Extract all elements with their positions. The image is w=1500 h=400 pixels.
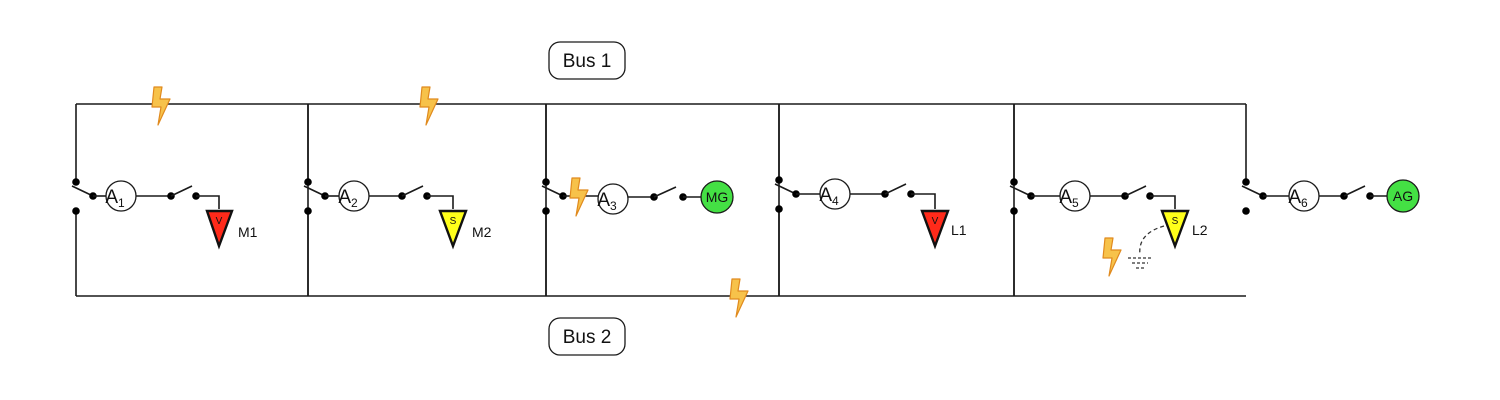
load-type-letter: V xyxy=(932,216,939,227)
generator-mg xyxy=(700,180,734,214)
bus-2-label-text: Bus 2 xyxy=(563,327,612,348)
generator-ag xyxy=(1386,179,1420,213)
lightning-icon xyxy=(151,86,171,126)
ground-icon xyxy=(1128,257,1152,269)
feeder-breaker-switch[interactable] xyxy=(884,183,907,195)
feeder-breaker-switch[interactable] xyxy=(170,185,193,197)
load-type-letter: S xyxy=(450,216,457,227)
feeder-1: A1 V M1 xyxy=(71,104,258,296)
load-type-letter: S xyxy=(1172,216,1179,227)
load-triangle-l2 xyxy=(1160,209,1190,250)
load-triangle-m2 xyxy=(438,209,468,250)
bus-1-label: Bus 1 xyxy=(548,41,626,80)
feeder-breaker-switch[interactable] xyxy=(653,186,677,198)
load-name-l1: L1 xyxy=(951,222,967,238)
fault-markers xyxy=(151,86,1122,318)
lightning-icon xyxy=(1102,237,1122,277)
generator-mg-label: MG xyxy=(706,189,729,205)
load-name-m1: M1 xyxy=(238,224,258,240)
load-name-l2: L2 xyxy=(1192,222,1208,238)
bus-transfer-switch[interactable] xyxy=(541,185,564,197)
bus-2-label: Bus 2 xyxy=(548,317,626,356)
bus-transfer-switch[interactable] xyxy=(1009,185,1032,197)
load-triangle-m1 xyxy=(205,209,234,250)
load-triangle-l1 xyxy=(920,209,950,250)
feeder-5: A5 S L2 xyxy=(1009,104,1208,296)
meter-a1-label: A1 xyxy=(105,187,125,210)
generator-ag-label: AG xyxy=(1393,188,1413,204)
lightning-icon xyxy=(729,278,749,318)
meter-a2-label: A2 xyxy=(338,187,358,210)
meter-a4-label: A4 xyxy=(819,185,839,208)
bus-transfer-switch[interactable] xyxy=(1241,185,1264,197)
load-name-m2: M2 xyxy=(472,224,492,240)
bus-transfer-switch[interactable] xyxy=(71,185,94,197)
bus-transfer-switch[interactable] xyxy=(303,185,326,197)
bus-transfer-switch[interactable] xyxy=(774,183,797,195)
feeder-4: A4 V L1 xyxy=(774,104,967,296)
meter-a5-label: A5 xyxy=(1059,187,1079,210)
meter-a3 xyxy=(597,183,629,215)
feeder-2: A2 S M2 xyxy=(303,104,492,296)
meter-a3-label: A3 xyxy=(597,190,617,213)
feeder-breaker-switch[interactable] xyxy=(401,185,424,197)
load-type-letter: V xyxy=(216,216,223,227)
ground-fault-path xyxy=(1139,225,1165,256)
lightning-icon xyxy=(419,86,439,126)
feeder-breaker-switch[interactable] xyxy=(1124,185,1147,197)
feeder-3: A3 MG xyxy=(541,104,734,296)
meter-a6-label: A6 xyxy=(1288,187,1308,210)
feeder-6: A6 AG xyxy=(1241,104,1420,215)
feeder-breaker-switch[interactable] xyxy=(1343,185,1366,197)
bus-1-label-text: Bus 1 xyxy=(563,51,612,72)
lightning-icon xyxy=(569,177,589,217)
